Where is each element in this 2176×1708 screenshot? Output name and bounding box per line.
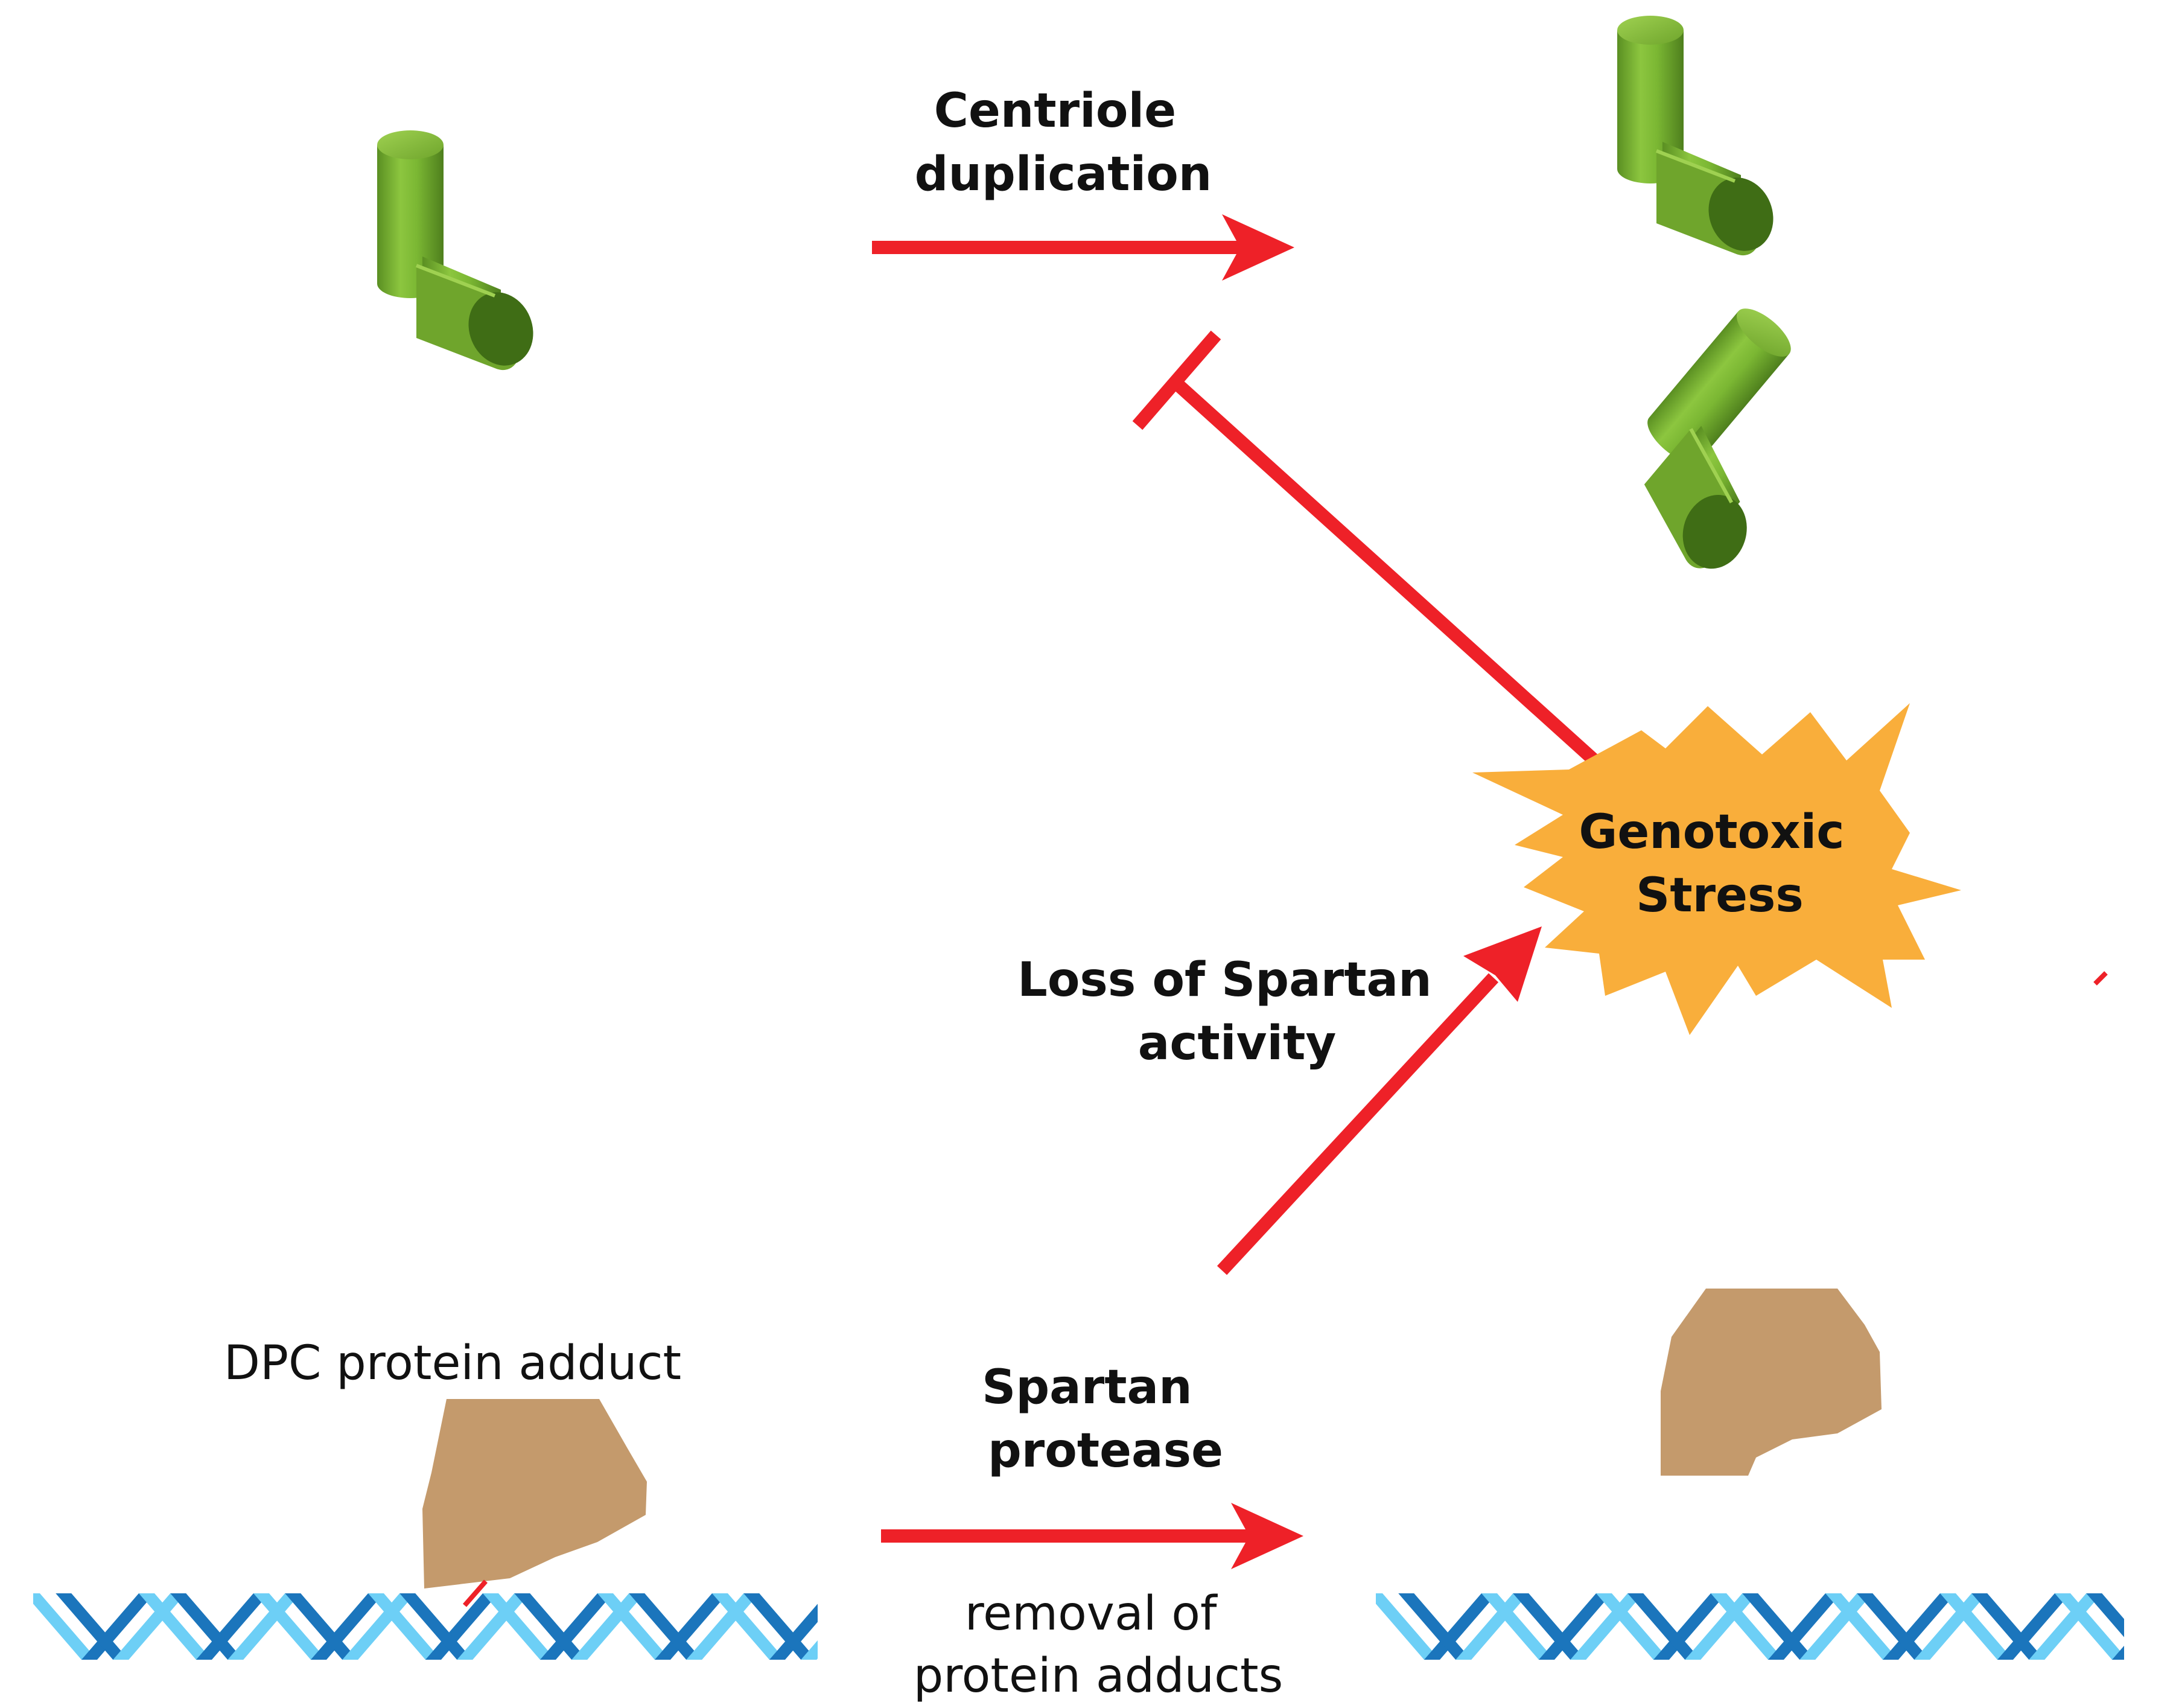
dna-strand-light <box>139 1593 212 1660</box>
dna-strand-dark <box>629 1593 702 1660</box>
dna-strand-dark <box>1398 1593 1472 1660</box>
dna-strand-dark <box>514 1593 588 1660</box>
dna-strand-dark <box>2086 1593 2124 1637</box>
dna-strand-dark <box>1742 1593 1816 1660</box>
dna-strand-dark <box>285 1593 358 1660</box>
dna-strand-light <box>1481 1593 1554 1660</box>
dna-strand-light <box>2143 1593 2176 1660</box>
centriole-after-bottom <box>1590 300 1875 595</box>
spartan-protease-arrow <box>881 1503 1303 1569</box>
dna-strand-light <box>1376 1593 1440 1660</box>
dna-strand-light <box>1596 1593 1669 1660</box>
dna-strand-light <box>483 1593 556 1660</box>
dna-strand-dark <box>56 1593 129 1660</box>
removal-label: removal of protein adducts <box>914 1587 1283 1703</box>
dna-helix-left <box>33 1593 818 1660</box>
dna-strand-light <box>597 1593 670 1660</box>
dna-strand-light <box>801 1640 818 1660</box>
dpc-protein-adduct-shape <box>422 1399 647 1589</box>
dna-strand-light <box>33 1593 97 1660</box>
dna-strand-light <box>368 1593 441 1660</box>
dna-strand-light <box>1711 1593 1784 1660</box>
dna-strand-dark <box>399 1593 473 1660</box>
crosslink <box>462 1579 488 1607</box>
stray-mark <box>2093 971 2108 986</box>
dna-strand-light <box>253 1593 326 1660</box>
dna-strand-light <box>1940 1593 2013 1660</box>
dna-strand-dark <box>769 1604 818 1660</box>
dna-strand-dark <box>1971 1593 2045 1660</box>
dna-strand-light <box>712 1593 785 1660</box>
genotoxic-stress-label: Genotoxic Stress <box>1579 805 1860 923</box>
dna-strand-dark <box>170 1593 244 1660</box>
dna-strand-dark <box>1513 1593 1586 1660</box>
dna-strand-light <box>1825 1593 1898 1660</box>
centriole-before <box>377 130 544 375</box>
dna-strand-dark <box>2112 1645 2124 1660</box>
dna-strand-dark <box>743 1593 817 1660</box>
loss-of-spartan-arrow <box>1217 926 1542 1275</box>
released-protein-adduct-shape <box>1661 1289 1882 1476</box>
centriole-after-top <box>1617 16 1784 261</box>
dpc-protein-adduct-label: DPC protein adduct <box>224 1336 681 1391</box>
dna-strand-dark <box>1857 1593 1930 1660</box>
dna-helix-right <box>1376 1593 2176 1660</box>
centriole-duplication-arrow <box>872 214 1294 281</box>
centriole-duplication-label: Centriole duplication <box>915 84 1212 202</box>
spartan-protease-label: Spartan protease <box>982 1360 1223 1478</box>
inhibition-line <box>1132 330 1616 781</box>
genotoxic-stress-starburst <box>1472 703 1961 1035</box>
dna-strand-dark <box>1627 1593 1701 1660</box>
dna-strand-light <box>2055 1593 2124 1660</box>
loss-of-spartan-label: Loss of Spartan activity <box>1017 953 1448 1071</box>
